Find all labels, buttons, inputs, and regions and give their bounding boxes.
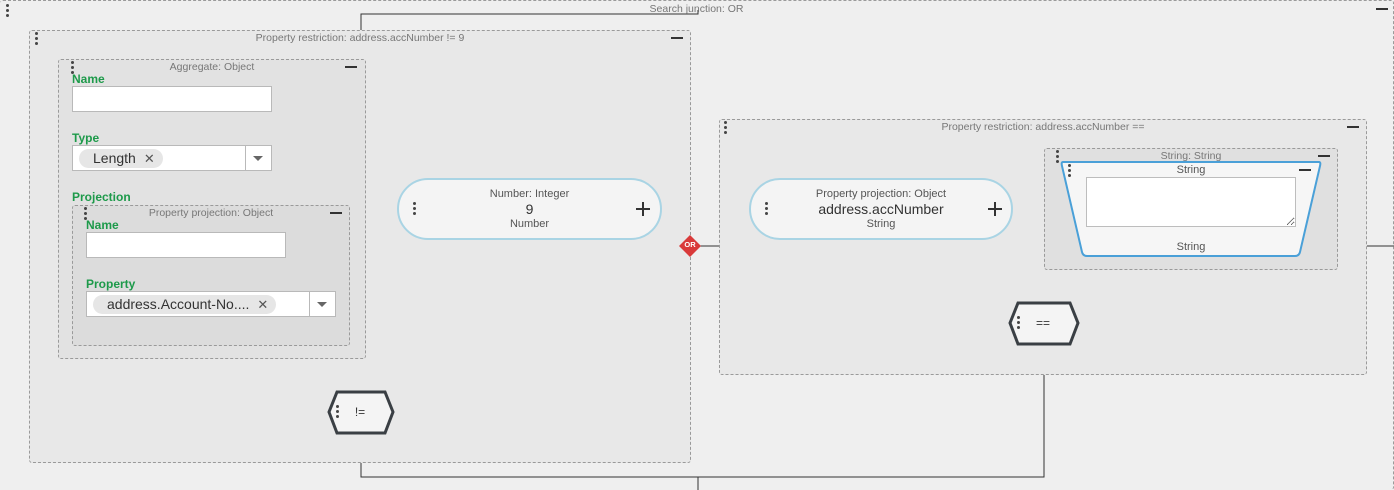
string-node-title: String [1176, 164, 1206, 176]
number-integer-node[interactable]: Number: Integer 9 Number [397, 178, 662, 240]
or-junction-label: OR [684, 240, 696, 249]
equal-operator-label: == [1035, 316, 1050, 330]
string-node-collapse-icon[interactable] [1299, 164, 1311, 176]
number-node-add-icon[interactable] [636, 202, 650, 216]
nested-projection-title: Property projection: Object [148, 207, 274, 219]
string-node-footer: String [1176, 241, 1206, 253]
type-chip: Length ✕ [79, 149, 163, 168]
equal-menu-icon[interactable] [1017, 316, 1021, 330]
projection-node-add-icon[interactable] [988, 202, 1002, 216]
type-chip-label: Length [93, 150, 136, 166]
projection-node-menu-icon[interactable] [765, 202, 769, 216]
property-chip: address.Account-No.... ✕ [93, 295, 277, 314]
aggregate-title: Aggregate: Object [169, 61, 255, 73]
property-dropdown-arrow-icon[interactable] [309, 292, 335, 316]
nested-projection-menu-icon[interactable] [84, 207, 88, 221]
string-group-title: String: String [1160, 150, 1222, 162]
number-kind-label: Number [509, 218, 550, 230]
aggregate-type-select[interactable]: Length ✕ [72, 145, 272, 171]
aggregate-name-label: Name [72, 72, 105, 86]
projection-property-label: Property [86, 277, 136, 291]
search-junction-title: Search junction: OR [649, 3, 744, 15]
property-chip-remove-icon[interactable]: ✕ [257, 297, 269, 312]
string-value-textarea[interactable] [1086, 177, 1296, 227]
projection-property-select[interactable]: address.Account-No.... ✕ [86, 291, 336, 317]
right-restriction-collapse-icon[interactable] [1347, 121, 1359, 133]
property-projection-node[interactable]: Property projection: Object address.accN… [749, 178, 1013, 240]
aggregate-menu-icon[interactable] [71, 61, 75, 75]
not-equal-operator-node[interactable] [327, 390, 395, 435]
string-group-collapse-icon[interactable] [1318, 150, 1330, 162]
nested-projection-collapse-icon[interactable] [330, 207, 342, 219]
not-equal-operator-label: != [354, 405, 366, 419]
number-node-menu-icon[interactable] [413, 202, 417, 216]
nested-property-projection-group: Property projection: Object [72, 205, 350, 346]
string-node-menu-icon[interactable] [1068, 164, 1072, 178]
projection-value: address.accNumber [818, 201, 944, 217]
projection-kind-label: String [866, 218, 896, 230]
aggregate-projection-label: Projection [72, 190, 131, 204]
right-restriction-menu-icon[interactable] [724, 121, 728, 135]
or-junction-badge[interactable] [678, 234, 702, 258]
not-equal-menu-icon[interactable] [336, 405, 340, 419]
left-restriction-menu-icon[interactable] [35, 32, 39, 46]
number-type-label: Number: Integer [489, 188, 570, 200]
left-restriction-collapse-icon[interactable] [671, 32, 683, 44]
search-junction-collapse-icon[interactable] [1376, 3, 1388, 15]
left-restriction-title: Property restriction: address.accNumber … [255, 32, 465, 44]
projection-name-label: Name [86, 218, 119, 232]
equal-operator-node[interactable] [1008, 301, 1080, 346]
aggregate-name-input[interactable] [72, 86, 272, 112]
projection-name-input[interactable] [86, 232, 286, 258]
right-restriction-title: Property restriction: address.accNumber … [941, 121, 1145, 133]
aggregate-type-label: Type [72, 131, 100, 145]
property-chip-label: address.Account-No.... [107, 296, 250, 312]
type-dropdown-arrow-icon[interactable] [245, 146, 271, 170]
projection-type-label: Property projection: Object [815, 188, 947, 200]
aggregate-collapse-icon[interactable] [345, 61, 357, 73]
type-chip-remove-icon[interactable]: ✕ [143, 151, 155, 166]
search-junction-menu-icon[interactable] [6, 4, 10, 18]
string-group-menu-icon[interactable] [1056, 150, 1060, 164]
number-value: 9 [525, 201, 534, 217]
